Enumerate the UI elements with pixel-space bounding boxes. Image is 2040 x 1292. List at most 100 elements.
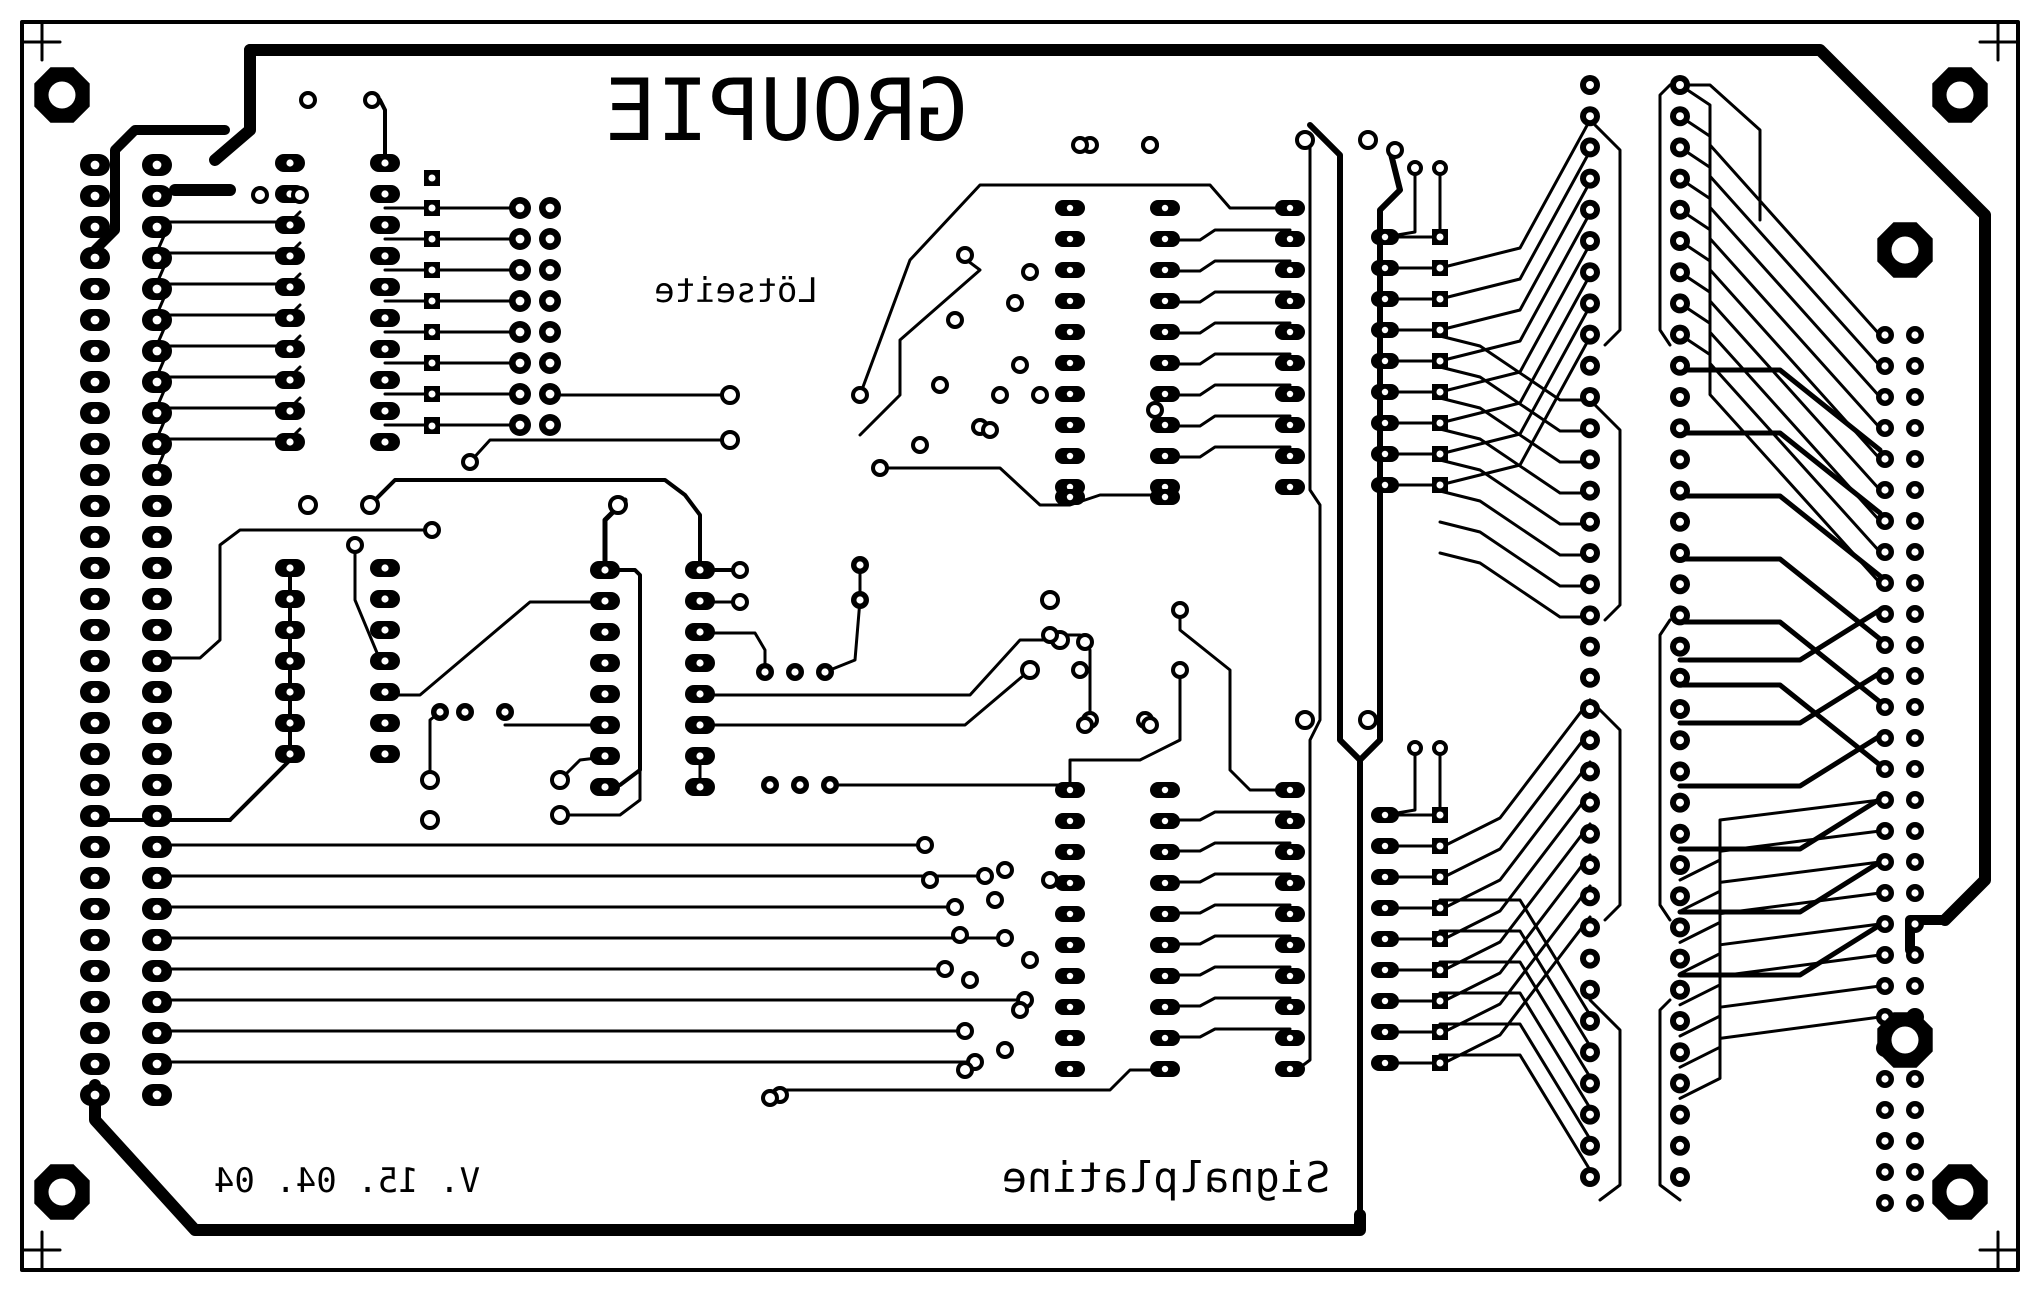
via-ring [1295,130,1315,150]
oval-pad-drill [1676,517,1684,526]
oval-pad [1580,1011,1600,1031]
via-ring [1407,740,1423,756]
oval-pad-drill [1586,361,1594,370]
ic-bus [1163,290,1292,304]
oval-pad-drill [90,594,100,604]
oval-pad-drill [545,327,555,337]
oval-pad-drill [90,439,100,449]
oval-pad-drill [1586,954,1594,963]
oval-pad [142,526,172,548]
oval-pad [1055,875,1085,891]
via-ring [1358,710,1378,730]
oval-pad-drill [1881,1106,1889,1114]
oval-pad [1670,948,1690,969]
oval-pad-drill [286,719,294,727]
oval-pad-drill [1911,610,1919,618]
oval-pad-drill [1586,299,1594,308]
oval-pad-drill [1586,798,1594,807]
oval-pad-drill [1676,642,1684,651]
oval-pad-drill [545,234,555,244]
mounting-hole-drill [48,1178,76,1206]
oval-pad [1876,605,1894,623]
via-ring [946,311,964,329]
oval-pad [1670,855,1690,875]
via-ring [1295,710,1315,730]
via-ring [1146,401,1164,419]
oval-pad-drill [1911,1075,1919,1083]
oval-pad [590,561,620,579]
via-ring [1386,141,1404,159]
via-ring [731,593,749,611]
square-pad-drill [1436,966,1444,974]
oval-pad [80,371,110,393]
oval-pad [685,716,715,734]
oval-pad [1876,481,1894,499]
via [916,836,934,854]
square-pad [424,262,440,278]
oval-pad [1670,574,1690,595]
oval-pad-drill [1586,486,1594,495]
oval-pad-drill [826,781,834,789]
oval-pad-drill [152,1028,162,1038]
oval-pad-drill [381,626,389,634]
oval-pad [142,340,172,362]
oval-pad [1670,75,1690,95]
oval-pad-drill [381,159,389,167]
oval-pad-drill [152,625,162,635]
oval-pad-drill [1286,1003,1294,1011]
oval-pad-drill [1911,827,1919,835]
via-ring [720,385,740,405]
oval-pad [1580,106,1600,127]
via [550,770,570,790]
oval-pad [509,259,531,281]
square-pad-drill [428,297,436,305]
via-ring [1031,386,1049,404]
oval-pad-drill [796,781,804,789]
oval-pad [1371,415,1399,431]
oval-pad-drill [90,718,100,728]
oval-pad [80,216,110,238]
oval-pad-drill [1286,328,1294,336]
oval-pad-drill [90,1028,100,1038]
oval-pad-drill [1881,672,1889,680]
oval-pad [1580,574,1600,595]
oval-pad-drill [1161,910,1169,918]
strip-link [1588,698,1622,922]
oval-pad [1055,231,1085,247]
oval-pad-drill [1676,330,1684,339]
oval-pad [1906,915,1924,933]
oval-pad-drill [545,358,555,368]
via [1021,263,1039,281]
oval-pad [275,216,305,234]
oval-pad [1055,262,1085,278]
via-ring [1141,716,1159,734]
oval-pad [685,592,715,610]
oval-pad [1150,968,1180,984]
oval-pad-drill [1881,796,1889,804]
oval-pad [142,1053,172,1075]
oval-pad [1150,782,1180,798]
oval-pad [1876,512,1894,530]
oval-pad [1580,231,1600,251]
ic-bus [1163,841,1292,853]
oval-pad [1670,636,1690,657]
oval-pad-drill [1881,455,1889,463]
oval-pad-drill [1381,842,1389,850]
oval-pad [142,1022,172,1044]
oval-pad-drill [696,659,704,667]
oval-pad-drill [461,708,469,716]
oval-pad [142,805,172,827]
oval-pad-drill [1881,1013,1889,1021]
footer-label: Signalplatine [1002,1153,1331,1202]
oval-pad [1371,229,1399,245]
oval-pad-drill [601,659,609,667]
strip-fanout [1438,991,1592,1110]
oval-pad-drill [1676,424,1684,433]
connector-fanin [1678,177,1882,430]
oval-pad [275,340,305,358]
oval-pad-drill [545,389,555,399]
via-ring [720,430,740,450]
square-pad-drill [1436,873,1444,881]
oval-pad [1055,324,1085,340]
strip-fanout [1438,365,1592,433]
